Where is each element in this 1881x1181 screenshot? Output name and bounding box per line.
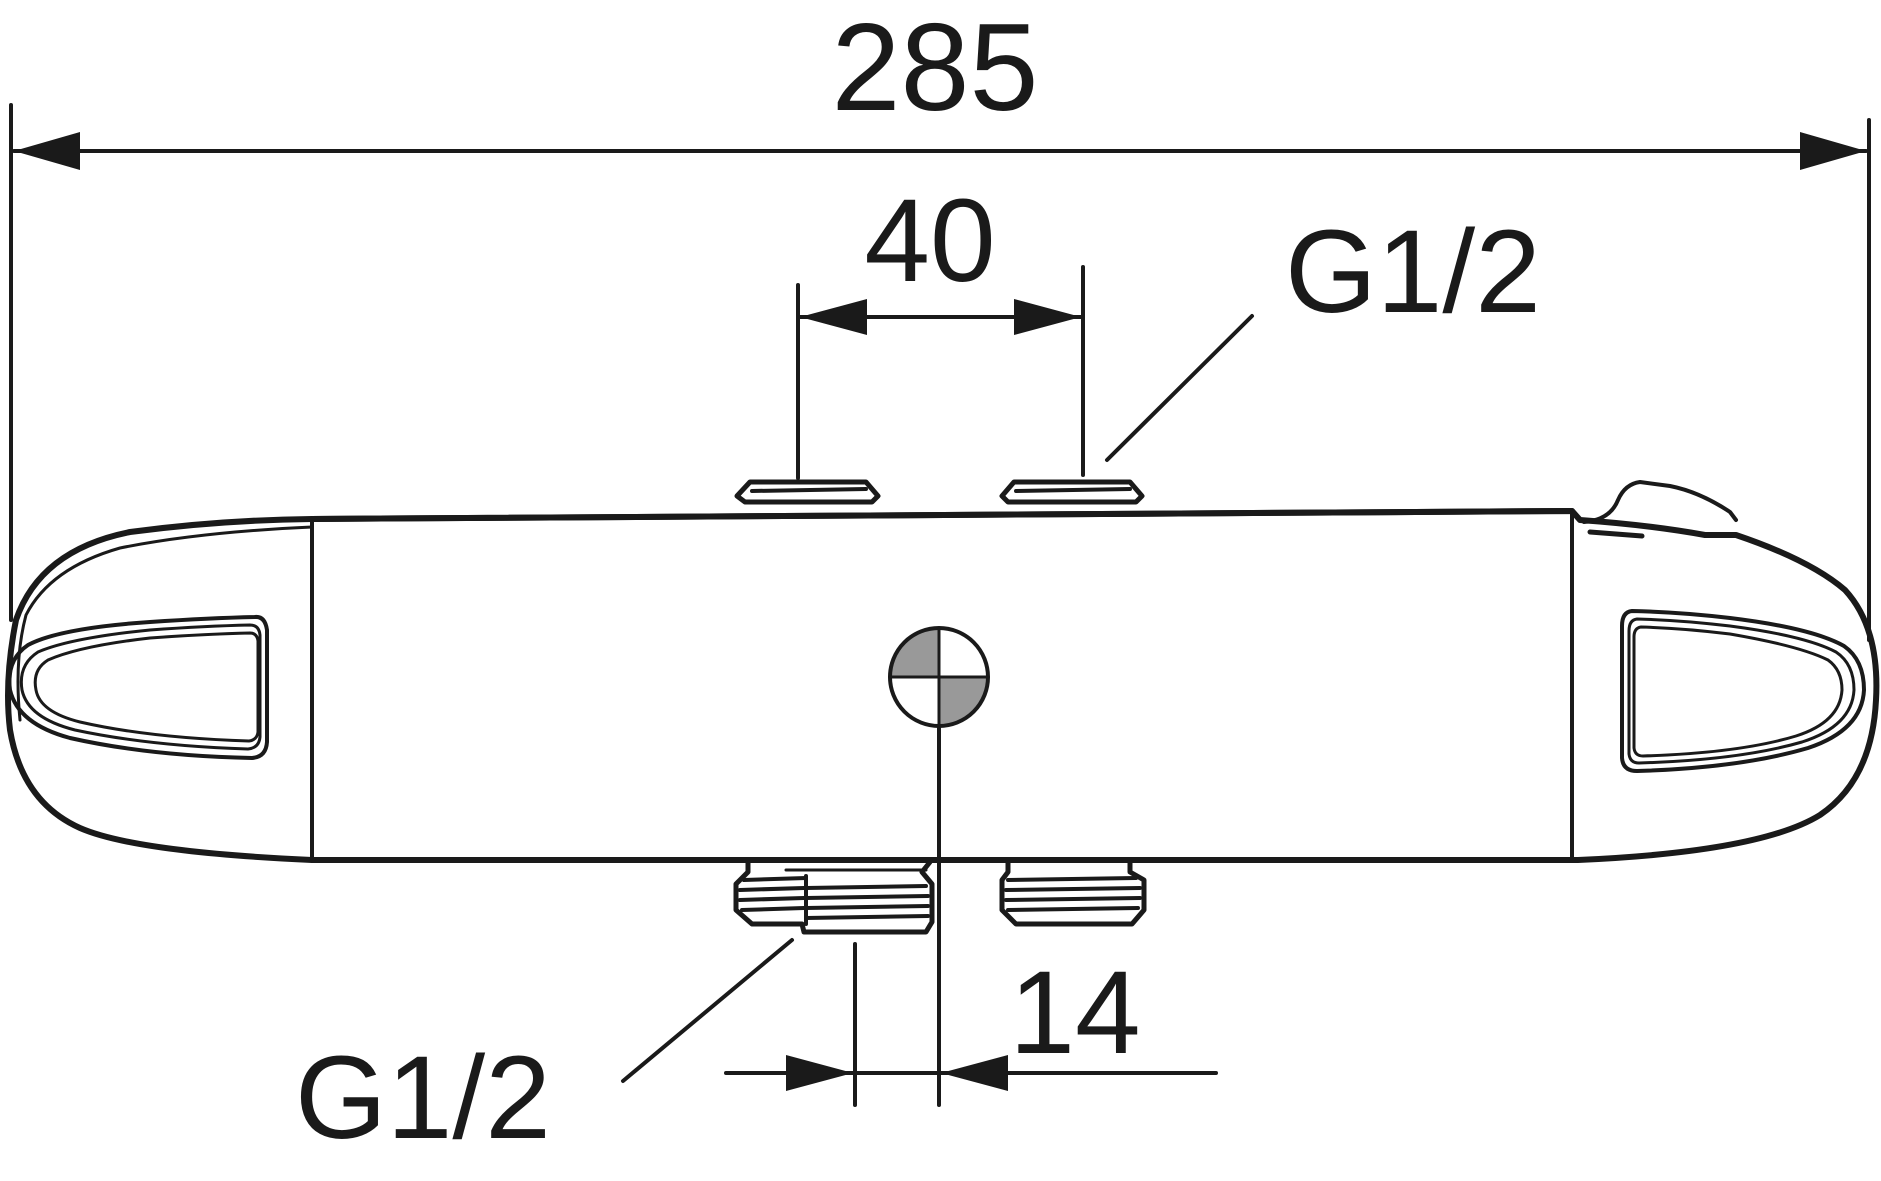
- thread-line: [1006, 876, 1138, 882]
- right-lever: [1582, 480, 1738, 524]
- thread-label-top: G1/2: [1285, 206, 1541, 338]
- leader-line-bottom: [621, 938, 794, 1083]
- left-handle-outer: [7, 614, 269, 760]
- top-connector-left: [734, 479, 881, 505]
- thread-line: [804, 884, 928, 890]
- thread-callout-bottom: G1/2: [295, 938, 794, 1164]
- right-handle-inner-1: [1627, 617, 1856, 765]
- right-handle-inner-2: [1632, 625, 1844, 758]
- bottom-connectors: [733, 857, 1147, 935]
- top-connector-left-line: [750, 487, 868, 493]
- thread-line: [804, 894, 930, 900]
- thermostat-body: [5, 480, 1880, 863]
- offset-dimension: 14: [724, 942, 1218, 1107]
- thread-line: [804, 914, 930, 920]
- arrowhead-left: [14, 132, 80, 170]
- thread-line: [740, 906, 806, 912]
- left-handle-inner-1: [19, 623, 262, 751]
- arrowhead-right: [1800, 132, 1866, 170]
- bottom-connector-left-body: [733, 857, 935, 935]
- body-top-edge: [309, 508, 1575, 522]
- thread-line: [742, 876, 808, 882]
- dimension-label-40: 40: [864, 175, 995, 307]
- leader-line-top: [1105, 314, 1254, 462]
- top-connector-right-line: [1014, 487, 1132, 493]
- top-connector-right: [999, 479, 1145, 505]
- bottom-connector-right-body: [999, 859, 1147, 927]
- spacing-dimension: 40: [796, 175, 1085, 480]
- thread-line: [738, 896, 806, 902]
- thread-line: [804, 904, 930, 910]
- center-marker-quadrant-br: [939, 677, 988, 726]
- thread-line: [1004, 886, 1142, 892]
- body-highlight-left: [16, 525, 314, 722]
- left-handle: [7, 614, 269, 760]
- arrowhead-offset-right: [941, 1055, 1008, 1091]
- center-marker: [888, 626, 990, 1107]
- thread-callout-top: G1/2: [1105, 206, 1541, 462]
- right-handle: [1620, 609, 1866, 773]
- right-lever-line: [1587, 529, 1645, 539]
- arrowhead-offset-left: [786, 1055, 853, 1091]
- dimension-label-285: 285: [832, 0, 1039, 137]
- right-handle-outer: [1620, 609, 1866, 773]
- top-connectors: [734, 479, 1145, 505]
- thread-line: [1004, 896, 1142, 902]
- thread-label-bottom: G1/2: [295, 1032, 551, 1164]
- thread-line: [738, 886, 806, 892]
- overall-width-dimension: 285: [9, 0, 1871, 642]
- thread-line: [1006, 906, 1140, 912]
- arrowhead-spacing-right: [1014, 299, 1081, 335]
- dimension-label-14: 14: [1009, 947, 1140, 1079]
- arrowhead-spacing-left: [800, 299, 867, 335]
- center-marker-quadrant-tl: [890, 628, 939, 677]
- left-handle-inner-2: [33, 631, 260, 743]
